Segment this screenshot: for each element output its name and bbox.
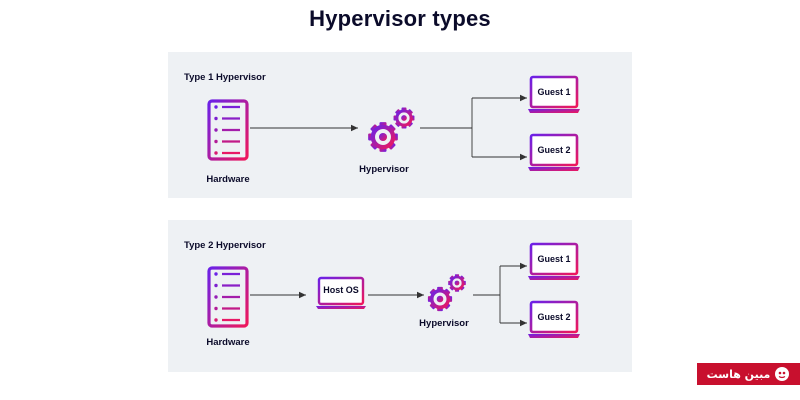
watermark-text: مبین هاست <box>706 367 771 381</box>
hypervisor-label: Hypervisor <box>419 318 469 329</box>
server-icon <box>207 99 249 161</box>
gears-icon <box>426 272 468 313</box>
guest-2-label: Guest 2 <box>537 145 571 155</box>
hardware-label: Hardware <box>206 337 250 348</box>
host-os-label: Host OS <box>323 285 359 295</box>
server-icon <box>207 266 249 328</box>
watermark-logo: مبین هاست <box>697 363 800 385</box>
guest-1-label: Guest 1 <box>537 87 571 97</box>
gears-icon <box>368 106 416 152</box>
guest-1-label: Guest 1 <box>537 254 571 264</box>
panel-type2-label: Type 2 Hypervisor <box>184 240 266 251</box>
guest-2-label: Guest 2 <box>537 312 571 322</box>
hardware-label: Hardware <box>206 174 250 185</box>
page-title: Hypervisor types <box>309 6 491 31</box>
mascot-icon <box>775 367 790 381</box>
hypervisor-label: Hypervisor <box>359 164 409 175</box>
panel-type1-label: Type 1 Hypervisor <box>184 72 266 83</box>
